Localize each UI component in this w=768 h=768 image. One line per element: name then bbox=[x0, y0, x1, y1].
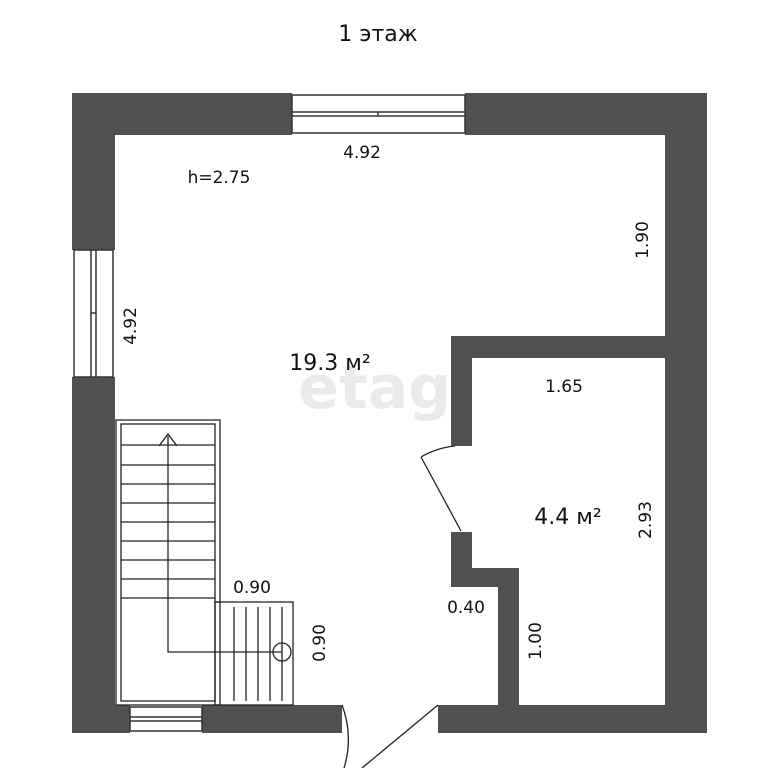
window-top bbox=[291, 94, 466, 134]
walls bbox=[72, 93, 707, 733]
dim-left-height: 4.92 bbox=[121, 307, 141, 345]
stair-run-outline bbox=[115, 419, 221, 706]
door-small-room bbox=[420, 445, 462, 532]
wall-right bbox=[665, 93, 707, 733]
watermark-logo: etagi bbox=[298, 353, 471, 423]
dim-top-width: 4.92 bbox=[343, 143, 381, 163]
wall-bottom-right bbox=[438, 705, 707, 733]
stair-inner-outline bbox=[120, 423, 216, 702]
wall-left-lower bbox=[72, 377, 115, 733]
stair-arrow-icon bbox=[158, 432, 178, 447]
window-left bbox=[73, 249, 114, 378]
dim-small-height: 2.93 bbox=[636, 501, 656, 539]
partition-horizontal bbox=[451, 336, 707, 358]
door-entrance bbox=[341, 704, 439, 768]
partition-vertical-upper bbox=[451, 336, 472, 446]
stair-start-icon bbox=[272, 642, 292, 662]
ceiling-height: h=2.75 bbox=[188, 168, 251, 188]
doors bbox=[341, 445, 462, 768]
floor-title: 1 этаж bbox=[338, 22, 417, 47]
dim-small-width: 1.65 bbox=[545, 377, 583, 397]
main-room-area: 19.3 м² bbox=[289, 351, 370, 376]
window-bottom bbox=[129, 706, 203, 732]
dim-landing-width: 0.90 bbox=[233, 578, 271, 598]
small-room-area: 4.4 м² bbox=[534, 505, 601, 530]
wall-bottom-left-a bbox=[72, 705, 130, 733]
dim-partition-length: 1.00 bbox=[526, 622, 546, 660]
dim-landing-depth: 0.90 bbox=[310, 624, 330, 662]
wall-bottom-left-b bbox=[202, 705, 342, 733]
stair-direction-line bbox=[167, 436, 282, 653]
wall-left-upper bbox=[72, 93, 115, 250]
staircase bbox=[115, 419, 294, 706]
stair-treads-horizontal bbox=[233, 607, 283, 701]
stair-landing-outline bbox=[214, 601, 294, 706]
dim-right-upper: 1.90 bbox=[633, 221, 653, 259]
partition-bottom bbox=[498, 568, 519, 708]
windows bbox=[73, 94, 466, 732]
dim-partition-stub: 0.40 bbox=[447, 598, 485, 618]
